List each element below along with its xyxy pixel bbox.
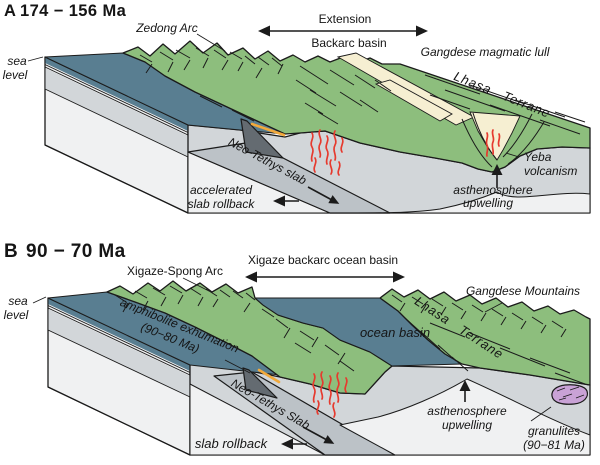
rollback-label-a2: slab rollback [188,197,256,211]
slab-direction-arrow-b [302,426,335,444]
gangdese-ridge-lines [391,294,586,385]
block-left-face-a [44,56,189,214]
granulites-label-1: granulites [528,424,580,438]
yeba-graben-walls [461,112,545,168]
oceanic-crust-layer-b [48,298,190,371]
extension-arrow [258,25,428,37]
upwelling-label-a2: upwelling [463,196,513,210]
yeba-label-1: Yeba [524,150,552,164]
lhasa-slope-lines-b [404,317,469,372]
magmatic-lull-label: Gangdese magmatic lull [421,45,550,59]
rollback-arrow-a [273,195,299,207]
upwelling-arrow-b [459,380,471,402]
granulites-label-2: (90−81 Ma) [523,438,585,452]
gangdese-mountains-leader [484,302,503,313]
yeba-magma-lines [485,129,501,157]
gangdese-mountains-label: Gangdese Mountains [466,284,580,298]
panel-a-letter: A [4,2,16,20]
block-left-face-b [47,297,191,456]
sea-level-leader-a [27,56,44,62]
rollback-arrow-b [281,438,307,450]
accreted-sediment-line-a [250,122,286,137]
accretionary-wedge-a [240,118,284,159]
xigaze-arc-label: Xigaze-Spong Arc [127,264,223,278]
zedong-arc-ridge-lines [139,47,284,122]
lhasa-slope-lines-a [424,74,586,135]
granulite-body [551,384,589,405]
upwelling-label-b2: upwelling [442,418,492,432]
upwelling-label-b1: asthenosphere [427,404,507,418]
backarc-fault-lines [295,65,392,125]
yeba-label-2: volcanism [524,164,577,178]
magma-lines-b [312,371,348,418]
extension-label: Extension [319,12,372,26]
upwelling-label-a1: asthenosphere [453,183,533,197]
granulites-leader [530,406,552,422]
asthenosphere-right-b [339,378,591,456]
lithosphere-layer-b [48,309,190,397]
sea-level-label-b1: sea [8,294,28,308]
oceanic-crust-layer [45,57,188,131]
amphibolite-leader [224,359,251,374]
panel-b: B 90 − 70 Ma sea level Xigaze-Spong Arc … [4,241,591,456]
panel-a: A 174 − 156 Ma sea level Zedong Arc Exte… [3,2,591,214]
yeba-leader [505,152,520,158]
accretionary-wedge-b [242,367,278,399]
asthenosphere-right-a [329,191,591,214]
xigaze-basin-label: Xigaze backarc ocean basin [248,253,398,267]
sea-level-leader-b [32,296,47,304]
backarc-basin-label: Backarc basin [311,36,386,50]
lhasa-terrane-surface-a [122,40,591,173]
zedong-arc-leader [196,33,226,52]
panel-b-age-range: 90 − 70 Ma [26,241,126,262]
panel-b-letter: B [4,241,18,262]
zedong-arc-label: Zedong Arc [135,21,198,35]
slab-direction-arrow-a [307,186,340,204]
xigaze-arc-leader [182,277,210,292]
arc-ridge-lines-b [114,285,355,372]
rollback-label-a1: accelerated [190,183,252,197]
lithosphere-layer [45,68,188,157]
upwelling-arrow-a [491,164,503,188]
sea-level-label-a1: sea [7,54,27,68]
ocean-basin-label: ocean basin [360,325,430,340]
backarc-basin-arrow [245,271,405,283]
sea-level-label-b2: level [4,308,29,322]
accreted-sediment-line-b [257,368,281,384]
sea-level-label-a2: level [3,68,28,82]
magma-lines-a [310,129,344,176]
asthenosphere-left-b [189,383,326,456]
panel-a-age-range: 174 − 156 Ma [20,2,127,20]
rollback-label-b: slab rollback [195,436,269,451]
